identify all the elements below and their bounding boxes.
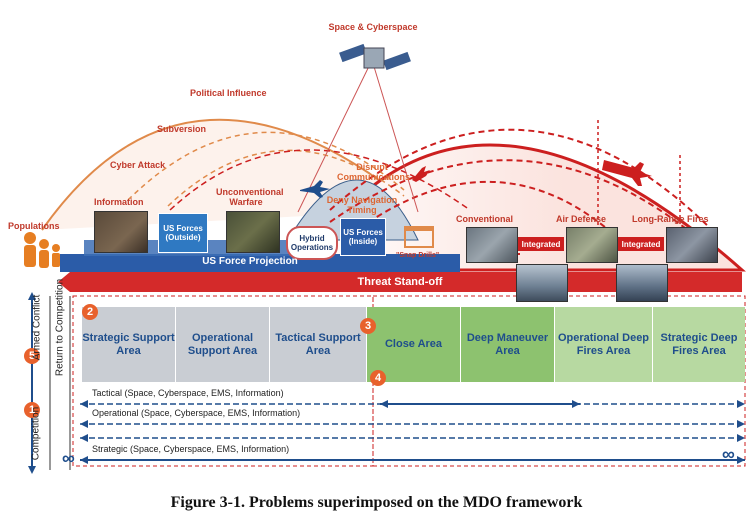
marker-2: 2 [82, 304, 98, 320]
integrated-text-1: Integrated [521, 239, 561, 249]
threat-standoff-shape [58, 272, 742, 292]
space-cyberspace-label: Space & Cyberspace [328, 22, 418, 32]
strategic-support-area: Strategic Support Area [82, 307, 175, 382]
us-forces-outside-text: US Forces (Outside) [163, 224, 203, 242]
political-influence-label: Political Influence [190, 88, 267, 98]
us-forces-inside-box: US Forces (Inside) [340, 218, 386, 256]
populations-label: Populations [8, 221, 60, 231]
information-label: Information [94, 197, 144, 207]
operational-row-label: Operational (Space, Cyberspace, EMS, Inf… [92, 408, 301, 418]
infinity-right: ∞ [722, 444, 735, 464]
deny-navigation-timing-text: Deny Navigation Timing [326, 195, 398, 215]
long-range-fires-photo [666, 227, 718, 263]
tactical-support-area-label: Tactical Support Area [275, 331, 361, 357]
tactical-support-area: Tactical Support Area [270, 307, 366, 382]
naval-photo-2 [616, 264, 668, 302]
disrupt-communications-label: Disrupt Communications [337, 162, 411, 182]
deny-navigation-timing-label: Deny Navigation Timing [322, 195, 402, 215]
operational-support-area: Operational Support Area [176, 307, 269, 382]
conventional-photo [466, 227, 518, 263]
operational-deep-fires-area-label: Operational Deep Fires Area [557, 331, 650, 357]
marker-5: 5 [24, 348, 40, 364]
integrated-box-1: Integrated [518, 237, 564, 251]
unconventional-warfare-photo [226, 211, 280, 253]
marker-1: 1 [24, 402, 40, 418]
conventional-label: Conventional [456, 214, 514, 224]
naval-photo-1 [516, 264, 568, 302]
subversion-label: Subversion [157, 124, 207, 134]
operational-support-area-label: Operational Support Area [187, 331, 258, 357]
long-range-fires-label: Long-Range Fires [632, 214, 709, 224]
red-jet-icon [412, 166, 430, 182]
strategic-row-label: Strategic (Space, Cyberspace, EMS, Infor… [92, 444, 290, 454]
return-to-competition-label: Return to Competition [54, 278, 66, 377]
marker-4: 4 [370, 370, 386, 386]
cyber-attack-label: Cyber Attack [110, 160, 166, 170]
figure-caption: Figure 3-1. Problems superimposed on the… [170, 494, 583, 511]
infinity-left: ∞ [62, 448, 75, 468]
blue-jet-icon [300, 180, 330, 198]
information-photo [94, 211, 148, 253]
us-force-projection-shape [60, 254, 460, 272]
deep-maneuver-area-label: Deep Maneuver Area [466, 331, 549, 357]
integrated-text-2: Integrated [621, 239, 661, 249]
threat-standoff-label: Threat Stand-off [357, 276, 443, 288]
competition-label: Competition [30, 406, 42, 461]
strategic-deep-fires-area-label: Strategic Deep Fires Area [660, 331, 738, 357]
red-bomber-icon [602, 160, 652, 186]
deep-maneuver-area: Deep Maneuver Area [461, 307, 554, 382]
us-forces-outside-box: US Forces (Outside) [158, 213, 208, 253]
us-forces-inside-text: US Forces (Inside) [343, 228, 383, 246]
marker-3: 3 [360, 318, 376, 334]
strategic-deep-fires-area: Strategic Deep Fires Area [653, 307, 745, 382]
tactical-row-label: Tactical (Space, Cyberspace, EMS, Inform… [92, 388, 284, 398]
snap-drills-label: "Snap Drills" [396, 252, 440, 259]
satellite-icon [339, 43, 411, 71]
hybrid-operations-badge: Hybrid Operations [286, 226, 338, 260]
snap-drills-icon [404, 226, 434, 248]
disrupt-communications-text: Disrupt Communications [337, 162, 411, 182]
operational-deep-fires-area: Operational Deep Fires Area [555, 307, 652, 382]
air-defense-photo [566, 227, 618, 263]
populations-icon [24, 232, 60, 268]
unconventional-warfare-text: Unconventional Warfare [216, 187, 284, 207]
close-area-label: Close Area [384, 338, 443, 350]
us-force-projection-label: US Force Projection [202, 256, 298, 267]
strategic-support-area-label: Strategic Support Area [82, 331, 175, 357]
close-area: Close Area [367, 307, 460, 382]
unconventional-warfare-label: Unconventional Warfare [216, 187, 284, 207]
armed-conflict-label: Armed Conflict [31, 294, 43, 361]
integrated-box-2: Integrated [618, 237, 664, 251]
hybrid-operations-text: Hybrid Operations [290, 234, 334, 252]
air-defense-label: Air Defense [556, 214, 607, 224]
